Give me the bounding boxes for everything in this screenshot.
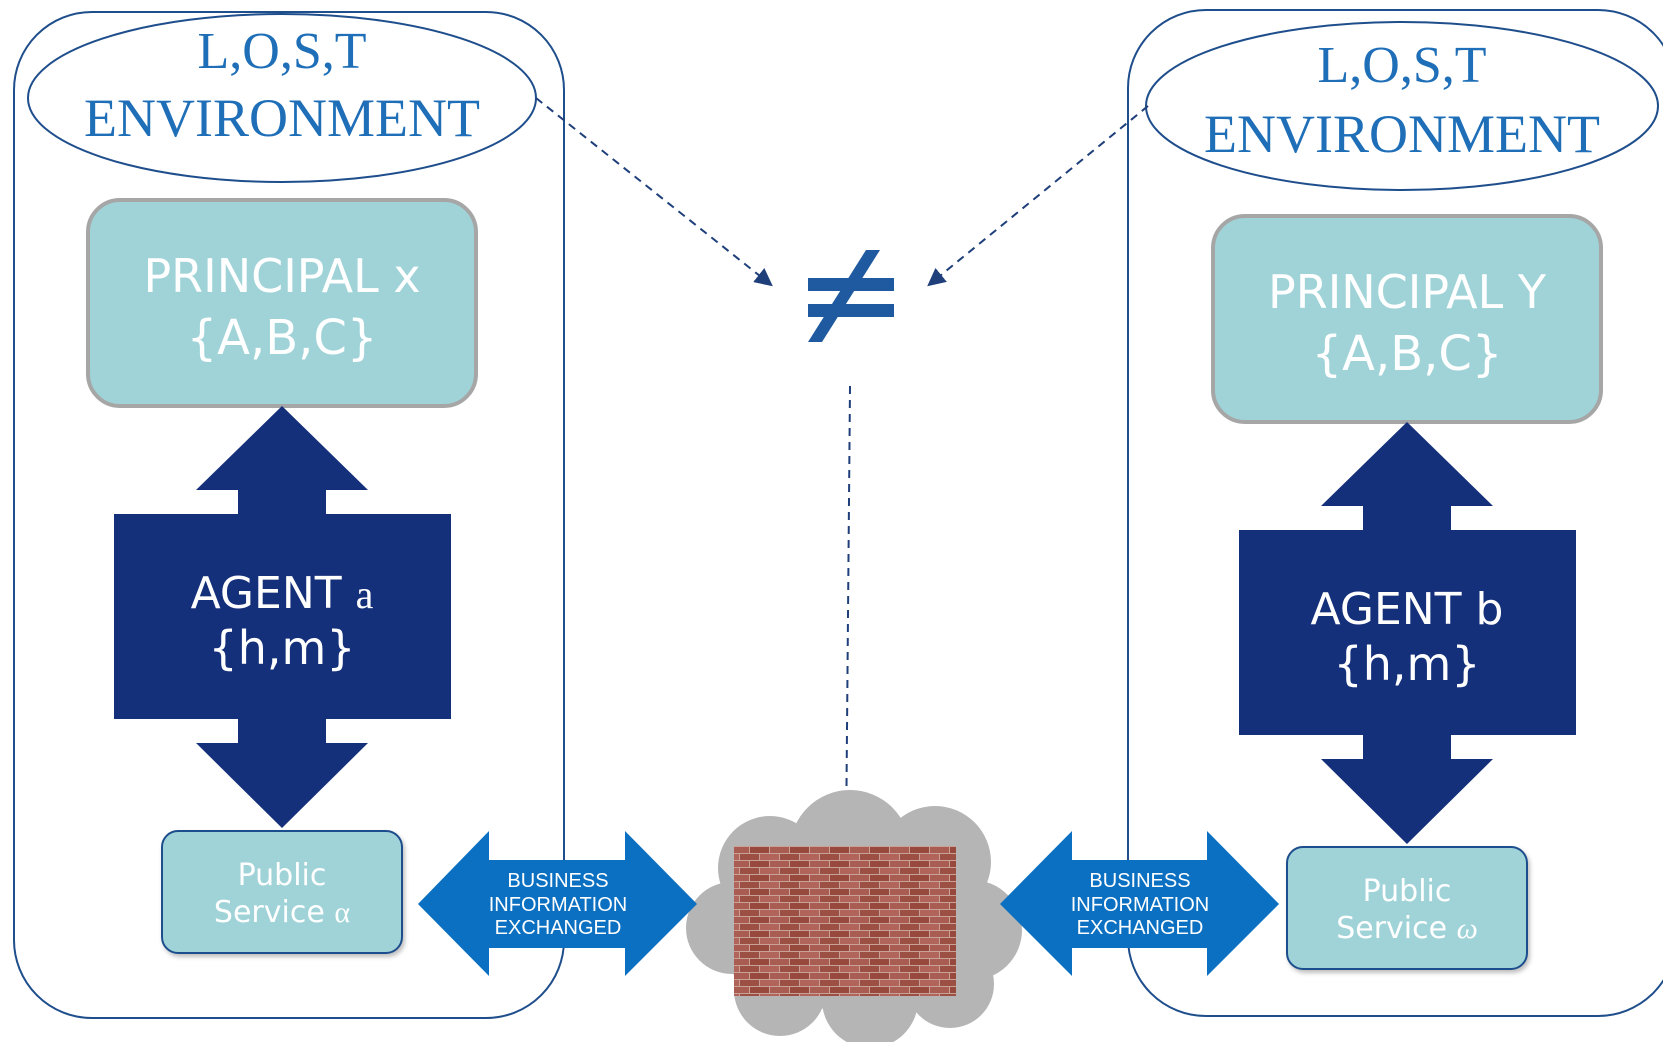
brick-wall-icon <box>734 846 956 996</box>
right-public-service-box <box>1286 846 1528 970</box>
right-agent-set: {h,m} <box>1333 637 1480 691</box>
left-environment-title: L,O,S,T <box>198 23 367 80</box>
right-agent-double-arrow <box>1239 422 1576 844</box>
right-exchange-arrow: BUSINESS INFORMATION EXCHANGED <box>1000 831 1279 976</box>
left-principal-label: PRINCIPAL x <box>143 249 420 303</box>
left-agent-label: AGENT a <box>191 568 374 619</box>
left-exchange-arrow: BUSINESS INFORMATION EXCHANGED <box>418 831 697 976</box>
right-exchange-line1: BUSINESS <box>1089 870 1190 892</box>
left-agent-double-arrow <box>114 406 451 828</box>
not-equal-icon <box>808 250 894 342</box>
center-comparison <box>535 97 1149 1042</box>
right-principal-label: PRINCIPAL Y <box>1268 265 1547 319</box>
right-environment-subtitle: ENVIRONMENT <box>1204 104 1600 164</box>
left-agent-set: {h,m} <box>208 621 355 675</box>
left-public-service-box <box>161 830 403 954</box>
left-public-service-line1: Public <box>238 858 327 893</box>
left-exchange-line1: BUSINESS <box>507 870 608 892</box>
left-panel-frame <box>13 11 565 1019</box>
right-environment-ellipse <box>1145 21 1659 191</box>
right-public-service-line1: Public <box>1363 874 1452 909</box>
right-organization: L,O,S,T ENVIRONMENT PRINCIPAL Y {A,B,C} … <box>1127 9 1663 1017</box>
right-env-connector <box>927 105 1149 287</box>
right-exchange-line3: EXCHANGED <box>1077 917 1204 939</box>
barrier-connector <box>837 385 856 848</box>
right-environment-title: L,O,S,T <box>1318 37 1487 94</box>
right-principal-set: {A,B,C} <box>1312 326 1503 382</box>
left-environment-subtitle: ENVIRONMENT <box>84 88 480 148</box>
left-exchange-line3: EXCHANGED <box>495 917 622 939</box>
left-principal-box <box>86 198 478 408</box>
right-exchange-line2: INFORMATION <box>1071 894 1210 916</box>
right-public-service-line2: Service ω <box>1336 911 1478 946</box>
left-principal-set: {A,B,C} <box>187 310 378 366</box>
left-exchange-line2: INFORMATION <box>489 894 628 916</box>
right-panel-frame <box>1127 9 1663 1017</box>
right-agent-label: AGENT b <box>1311 584 1504 635</box>
left-organization: L,O,S,T ENVIRONMENT PRINCIPAL x {A,B,C} … <box>13 11 565 1019</box>
right-principal-box <box>1211 214 1603 424</box>
left-public-service-line2: Service α <box>214 895 350 930</box>
left-env-connector <box>535 97 773 287</box>
